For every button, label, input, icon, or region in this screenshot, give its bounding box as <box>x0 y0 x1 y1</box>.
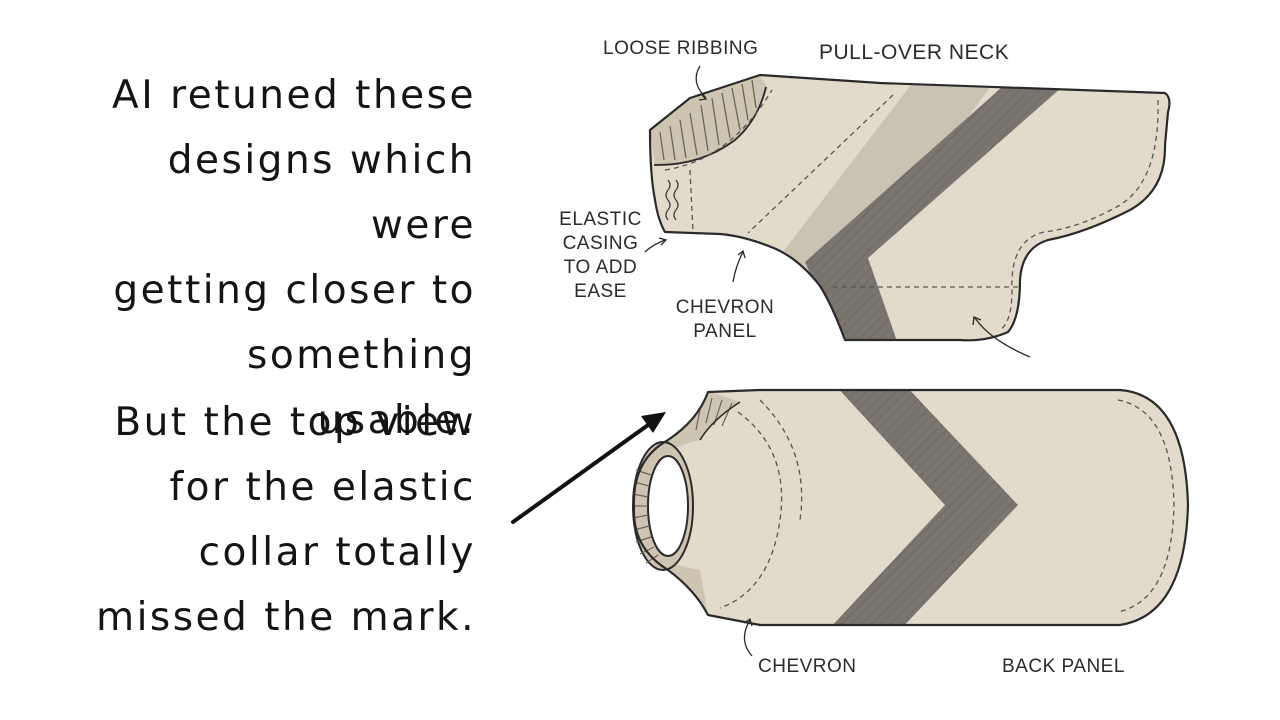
side-ribbing <box>650 76 768 165</box>
side-view-garment <box>648 73 1171 342</box>
label-chevron: CHEVRON <box>758 656 857 677</box>
top-outline <box>632 388 1190 627</box>
label-back-panel: BACK PANEL <box>1002 656 1125 677</box>
label-chevron-panel: CHEVRON PANEL <box>665 296 785 344</box>
callout-arrows <box>644 65 1031 657</box>
narrative-line: But the top view <box>114 400 476 445</box>
narrative-line: for the elastic <box>169 465 476 510</box>
label-line: ELASTIC <box>559 209 642 230</box>
label-pullover-neck: PULL-OVER NECK <box>819 41 1010 64</box>
narrative-line: AI retuned these <box>112 73 476 118</box>
label-line: TO ADD <box>563 257 638 278</box>
narrative-block-top: AI retuned these designs which were gett… <box>90 63 476 453</box>
label-line: PANEL <box>693 321 757 342</box>
label-elastic-casing: ELASTIC CASING TO ADD EASE <box>548 208 653 304</box>
top-body <box>633 390 1188 625</box>
narrative-line: collar totally <box>198 530 476 575</box>
label-line: CHEVRON <box>675 297 775 318</box>
pointer-arrow <box>511 412 666 524</box>
label-line: CASING <box>562 233 639 254</box>
neck-opening <box>647 455 689 557</box>
narrative-line: missed the mark. <box>96 595 476 640</box>
narrative-block-bottom: But the top view for the elastic collar … <box>90 390 476 650</box>
label-loose-ribbing: LOOSE RIBBING <box>603 38 759 59</box>
narrative-line: something usable. <box>247 333 476 443</box>
side-rib-lines <box>659 79 757 161</box>
top-rib-lines <box>632 397 733 564</box>
side-outline <box>648 73 1171 342</box>
narrative-line: getting closer to <box>113 268 476 313</box>
narrative-line: designs which were <box>167 138 476 248</box>
top-view-garment <box>632 388 1190 627</box>
label-line: EASE <box>574 281 627 302</box>
